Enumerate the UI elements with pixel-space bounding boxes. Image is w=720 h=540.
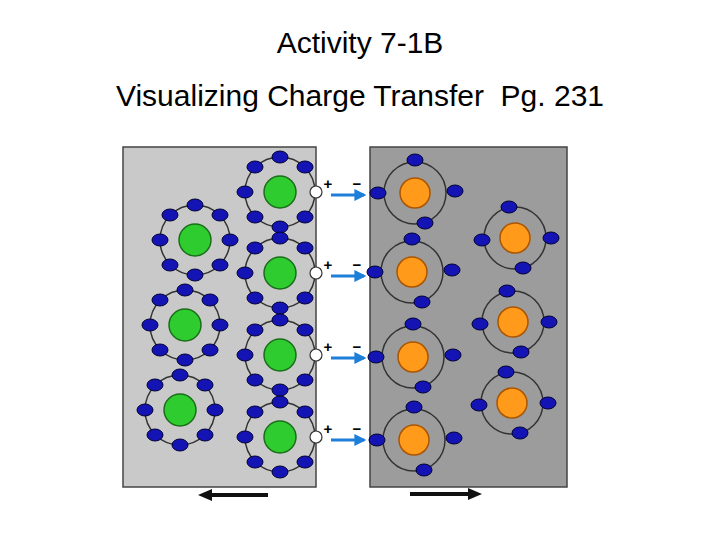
title: Activity 7-1B (277, 26, 444, 59)
charge-sign: − (353, 257, 362, 274)
subtitle: Visualizing Charge Transfer Pg. 231 (116, 79, 604, 112)
orange-atom (474, 201, 559, 274)
green-atom (237, 151, 322, 233)
charge-sign: − (353, 339, 362, 356)
green-atom (237, 396, 322, 478)
charge-sign: − (353, 421, 362, 438)
charge-sign: − (353, 176, 362, 193)
green-atom (237, 314, 322, 396)
charge-sign: + (324, 176, 333, 193)
orange-atom (370, 154, 463, 229)
right-material (370, 147, 567, 487)
orange-atom (471, 366, 556, 439)
orange-atom (369, 401, 462, 476)
orange-atom (367, 233, 460, 308)
charge-sign: + (324, 339, 333, 356)
green-atom (137, 369, 223, 451)
transfer-arrows (331, 195, 364, 440)
green-atom (237, 232, 322, 314)
green-atom (142, 284, 228, 366)
orange-atom (472, 285, 557, 358)
orange-atom (368, 318, 461, 393)
charge-sign: + (324, 257, 333, 274)
motion-arrows (198, 488, 482, 501)
green-atom (152, 199, 238, 281)
charge-sign: + (324, 421, 333, 438)
